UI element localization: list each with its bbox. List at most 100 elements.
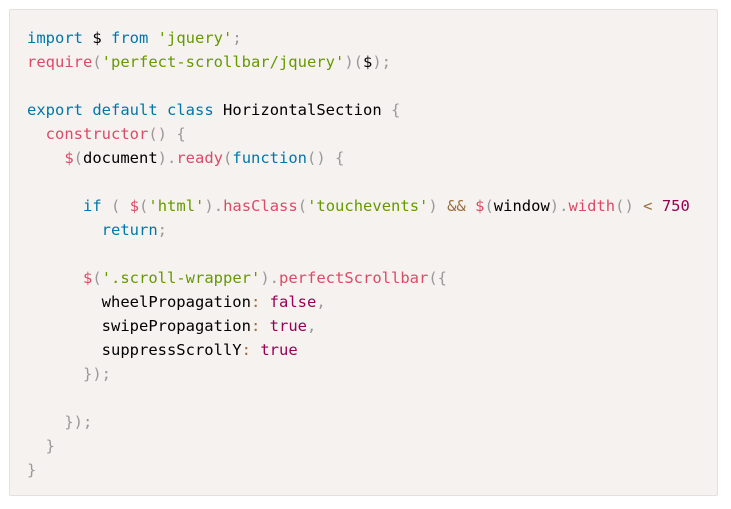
code-token: hasClass: [223, 197, 298, 215]
code-token: document: [83, 149, 158, 167]
code-token: class: [167, 101, 214, 119]
code-token: [120, 197, 129, 215]
code-token: ({: [428, 269, 447, 287]
code-token: (): [307, 149, 326, 167]
code-token: [158, 101, 167, 119]
code-token: }: [27, 461, 37, 479]
code-token: $: [83, 29, 111, 47]
code-line: export default class HorizontalSection {: [27, 98, 690, 122]
code-token: false: [269, 293, 317, 311]
code-token: 'html': [148, 197, 205, 215]
code-token: wheelPropagation: [27, 293, 251, 311]
code-token: $: [129, 197, 140, 215]
code-token: [102, 197, 111, 215]
code-token: 'touchevents': [307, 197, 429, 215]
code-token: [27, 221, 102, 239]
code-token: constructor: [45, 125, 149, 143]
code-token: :: [241, 341, 251, 359]
code-token: [652, 197, 661, 215]
code-line: [27, 74, 690, 98]
code-token: [27, 149, 64, 167]
code-token: (: [92, 269, 102, 287]
code-token: $: [475, 197, 485, 215]
code-token: [251, 341, 260, 359]
code-token: [466, 197, 475, 215]
code-token: '.scroll-wrapper': [101, 269, 261, 287]
code-token: ;: [157, 221, 167, 239]
code-token: (: [223, 149, 233, 167]
code-token: ).: [204, 197, 224, 215]
code-token: [634, 197, 643, 215]
code-line: return;: [27, 218, 690, 242]
code-line: $(document).ready(function() {: [27, 146, 690, 170]
code-token: [260, 293, 269, 311]
code-token: &&: [447, 197, 466, 215]
code-token: ): [428, 197, 438, 215]
code-content: import $ from 'jquery';require('perfect-…: [27, 26, 690, 482]
code-line: swipePropagation: true,: [27, 314, 690, 338]
code-line: }: [27, 434, 690, 458]
code-token: suppressScrollY: [27, 341, 242, 359]
code-token: $: [83, 269, 93, 287]
code-token: require: [27, 53, 93, 71]
code-token: [167, 125, 176, 143]
code-line: import $ from 'jquery';: [27, 26, 690, 50]
code-token: :: [250, 317, 261, 335]
code-line: wheelPropagation: false,: [27, 290, 690, 314]
code-token: [27, 125, 46, 143]
code-line: [27, 170, 690, 194]
code-token: swipePropagation: [27, 317, 251, 335]
code-token: <: [643, 197, 653, 215]
code-line: suppressScrollY: true: [27, 338, 690, 362]
code-line: constructor() {: [27, 122, 690, 146]
code-token: [27, 413, 64, 431]
code-token: perfectScrollbar: [279, 269, 429, 287]
code-token: (: [139, 197, 149, 215]
code-block: import $ from 'jquery';require('perfect-…: [9, 9, 718, 496]
code-token: [326, 149, 335, 167]
code-token: (): [615, 197, 634, 215]
code-token: from: [111, 29, 149, 47]
code-token: $: [362, 53, 373, 71]
code-token: [260, 317, 269, 335]
code-token: true: [269, 317, 307, 335]
code-token: (: [111, 197, 121, 215]
code-line: });: [27, 362, 690, 386]
code-token: (: [484, 197, 494, 215]
code-token: [27, 269, 83, 287]
code-token: {: [176, 125, 186, 143]
code-line: }: [27, 458, 690, 482]
code-token: 'perfect-scrollbar/jquery': [101, 53, 345, 71]
code-line: });: [27, 410, 690, 434]
code-token: ).: [260, 269, 279, 287]
code-line: if ( $('html').hasClass('touchevents') &…: [27, 194, 690, 218]
code-token: [382, 101, 391, 119]
code-token: return: [101, 221, 158, 239]
code-token: [148, 29, 157, 47]
code-line: [27, 386, 690, 410]
code-token: [27, 365, 83, 383]
code-token: import: [27, 29, 83, 47]
code-token: (: [297, 197, 308, 215]
code-token: true: [260, 341, 298, 359]
code-token: ).: [157, 149, 177, 167]
code-token: )(: [344, 53, 363, 71]
code-token: 750: [661, 197, 690, 215]
code-token: (): [148, 125, 167, 143]
code-token: function: [232, 149, 308, 167]
code-token: [27, 197, 83, 215]
code-token: $: [64, 149, 74, 167]
code-token: default: [92, 101, 158, 119]
code-token: }: [45, 437, 56, 455]
code-token: 'jquery': [157, 29, 233, 47]
code-token: [83, 101, 92, 119]
code-token: ready: [176, 149, 224, 167]
code-token: window: [493, 197, 550, 215]
code-token: [214, 101, 223, 119]
code-token: [438, 197, 447, 215]
code-token: (: [92, 53, 102, 71]
code-token: );: [372, 53, 391, 71]
code-line: $('.scroll-wrapper').perfectScrollbar({: [27, 266, 690, 290]
code-token: export: [27, 101, 83, 119]
code-token: {: [335, 149, 345, 167]
